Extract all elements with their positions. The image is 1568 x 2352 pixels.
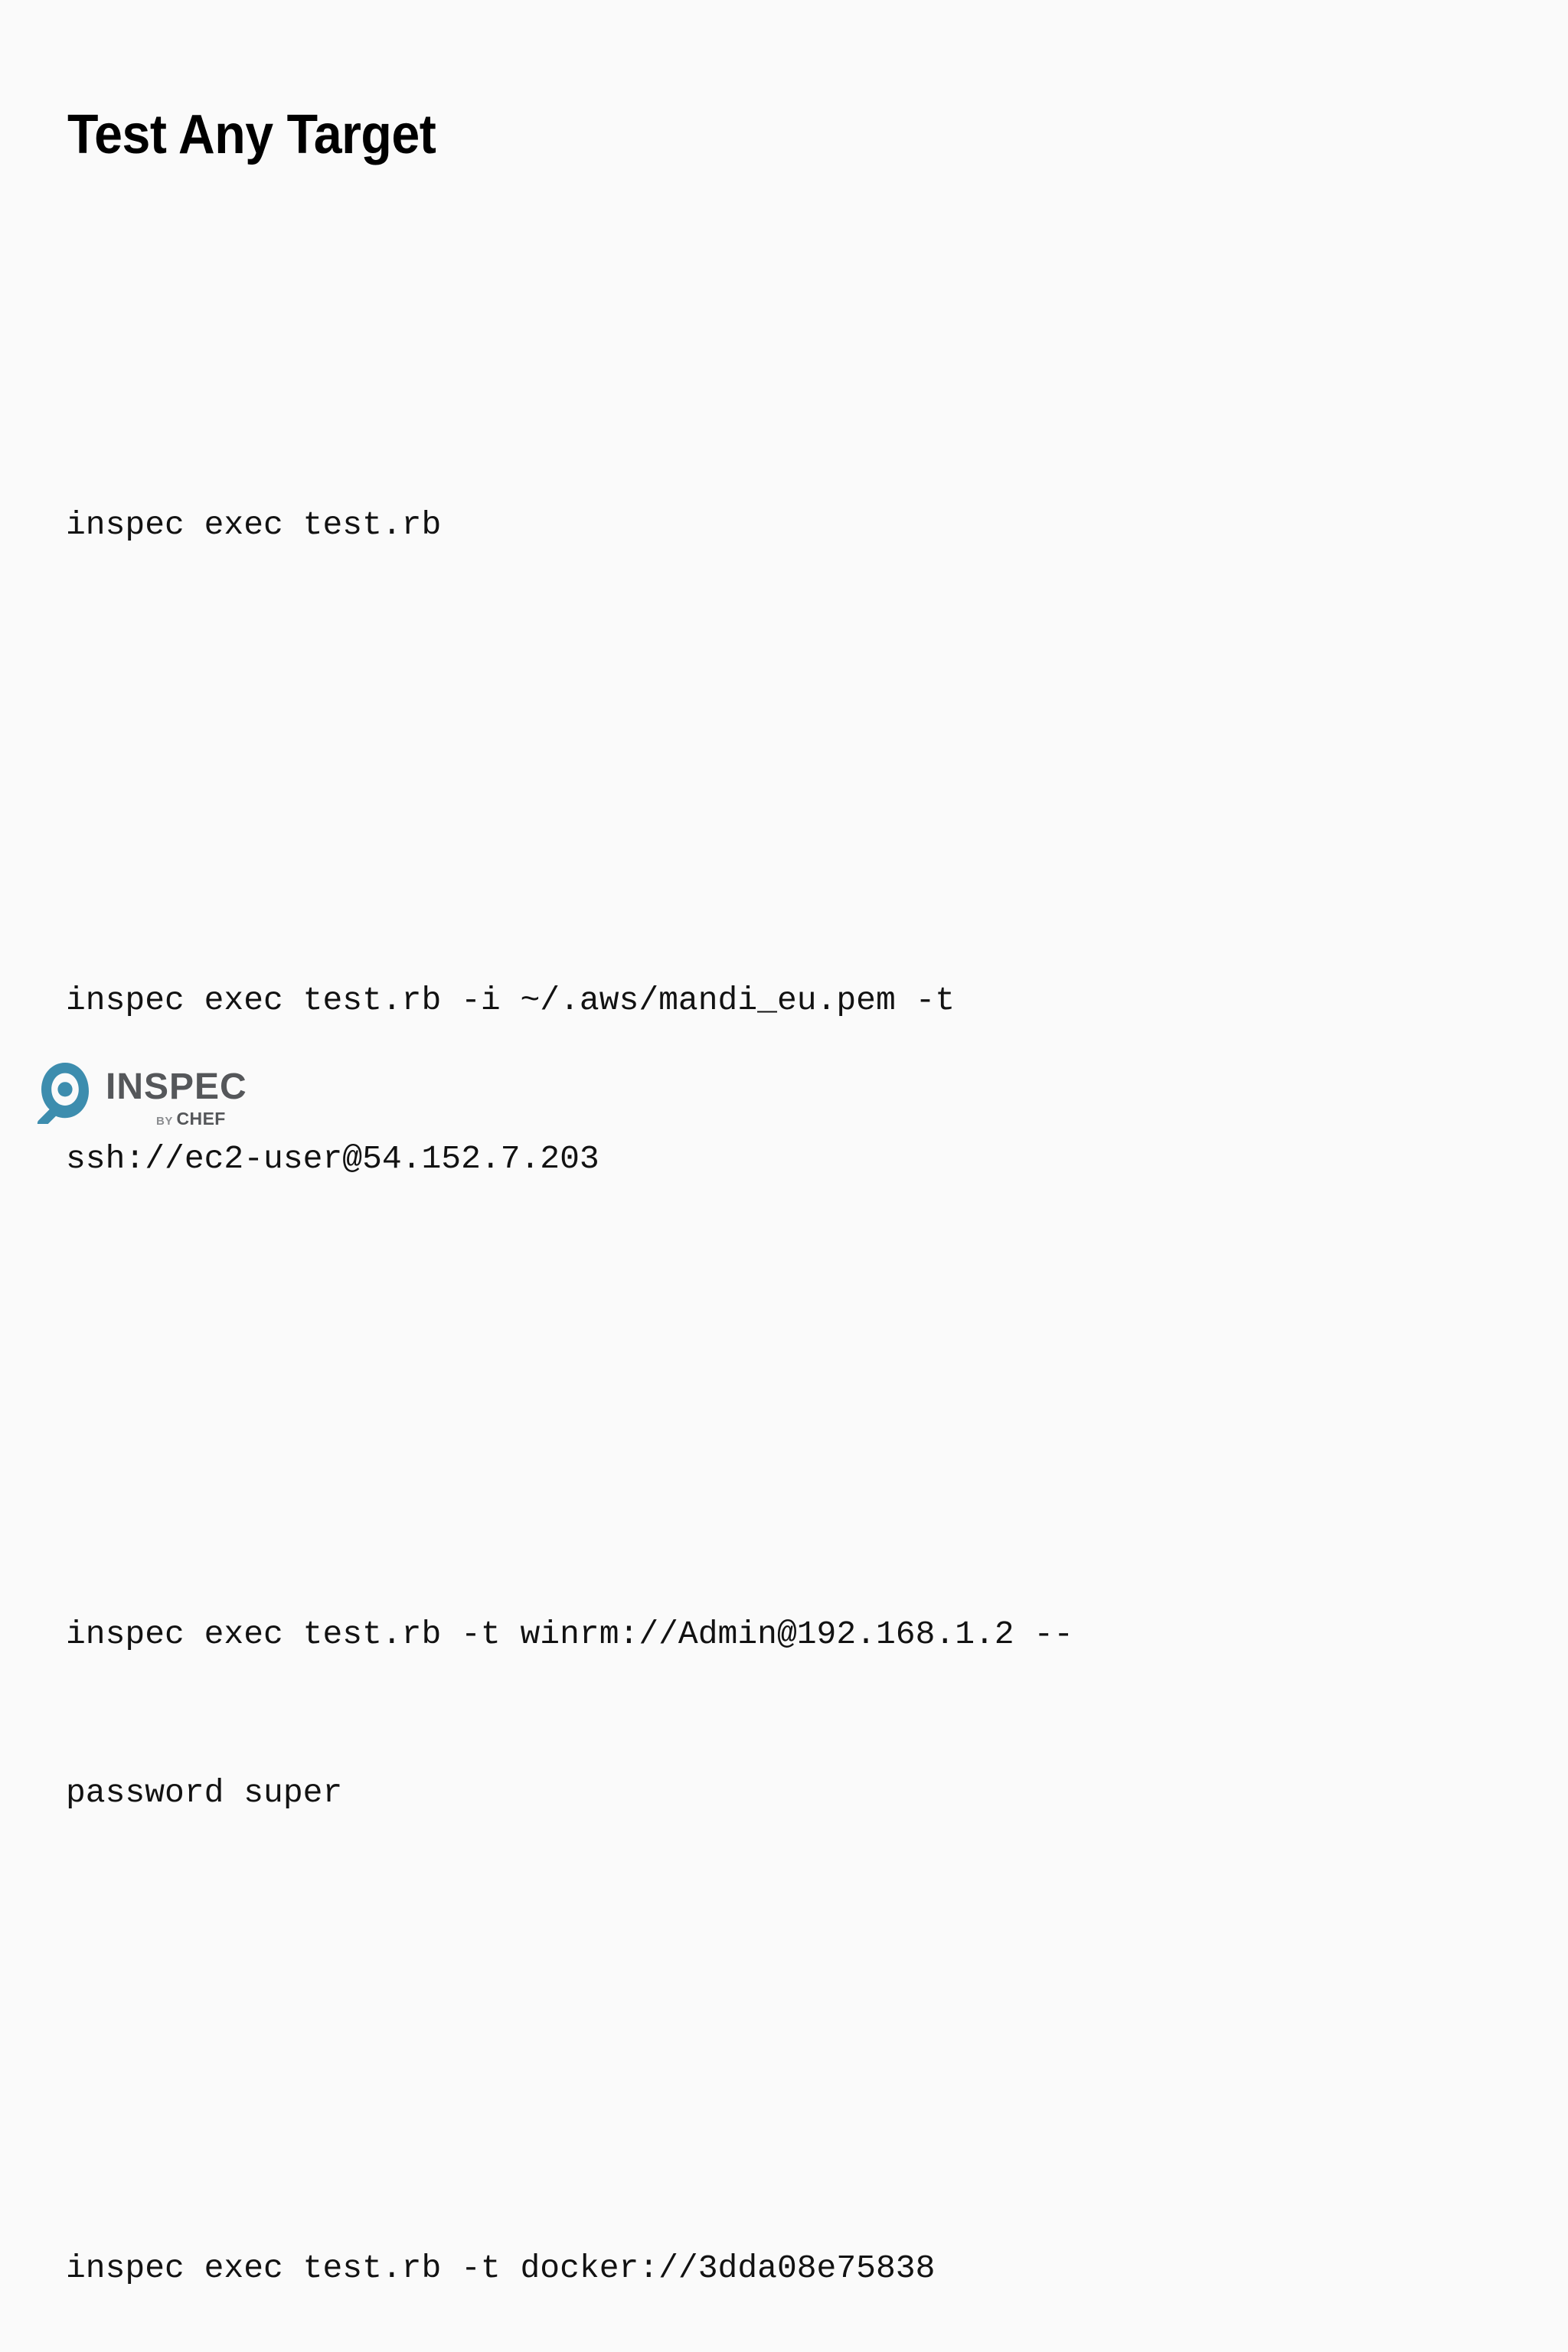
code-line: ssh://ec2-user@54.152.7.203 xyxy=(66,1140,599,1178)
code-line: inspec exec test.rb -t docker://3dda08e7… xyxy=(66,2249,936,2287)
code-block-local: inspec exec test.rb xyxy=(66,393,1475,657)
code-line: inspec exec test.rb xyxy=(66,506,442,544)
code-line: inspec exec test.rb -i ~/.aws/mandi_eu.p… xyxy=(66,982,956,1019)
inspec-byline: BY CHEF xyxy=(156,1109,226,1129)
inspec-wordmark: INSPEC xyxy=(106,1067,247,1107)
slide-canvas: Test Any Target inspec exec test.rb insp… xyxy=(35,104,1074,2287)
byline-prefix: BY xyxy=(156,1115,177,1128)
code-block-docker: inspec exec test.rb -t docker://3dda08e7… xyxy=(66,2136,1475,2352)
code-line: inspec exec test.rb -t winrm://Admin@192… xyxy=(66,1615,1074,1653)
inspec-logo: INSPEC BY CHEF xyxy=(35,1061,247,1142)
code-listing: inspec exec test.rb inspec exec test.rb … xyxy=(66,234,1475,2352)
inspec-magnifier-icon xyxy=(35,1063,95,1129)
code-block-ssh: inspec exec test.rb -i ~/.aws/mandi_eu.p… xyxy=(66,868,1475,1291)
page-title: Test Any Target xyxy=(67,104,436,166)
code-block-winrm: inspec exec test.rb -t winrm://Admin@192… xyxy=(66,1502,1475,1925)
byline-brand: CHEF xyxy=(176,1109,226,1129)
code-line: password super xyxy=(66,1774,343,1811)
